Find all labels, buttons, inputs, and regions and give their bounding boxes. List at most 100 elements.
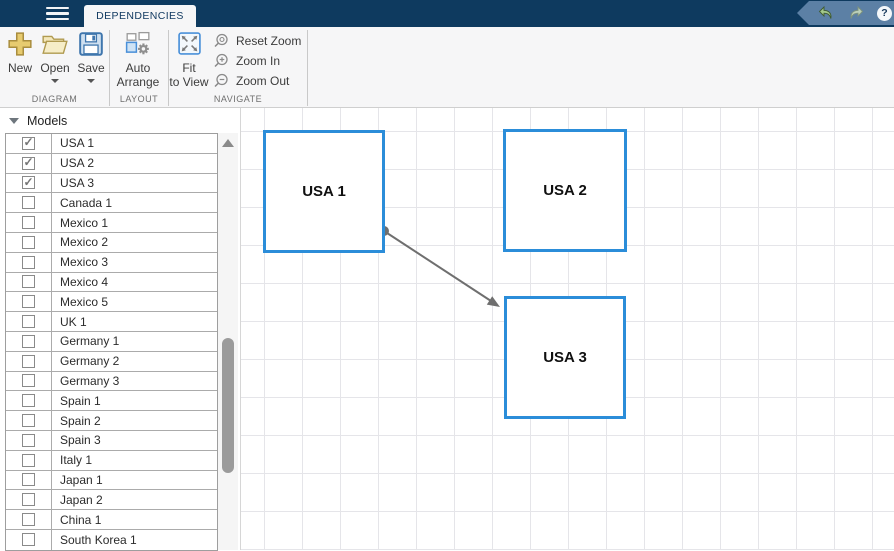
checkbox-cell (6, 193, 52, 213)
model-list-row[interactable]: Germany 3 (6, 371, 217, 392)
model-list-row[interactable]: China 1 (6, 510, 217, 530)
model-name: Germany 2 (60, 354, 120, 369)
zoom-out-button[interactable]: Zoom Out (213, 72, 289, 90)
model-checkbox[interactable] (22, 235, 35, 249)
model-list-row[interactable]: Mexico 2 (6, 232, 217, 253)
checkbox-cell (6, 371, 52, 391)
reset-zoom-icon (214, 33, 228, 48)
model-name: Spain 3 (60, 433, 101, 448)
model-checkbox[interactable] (22, 135, 35, 150)
open-button[interactable]: Open (37, 31, 73, 83)
zoom-in-button[interactable]: Zoom In (213, 52, 280, 70)
model-checkbox[interactable] (22, 315, 35, 329)
redo-icon[interactable] (847, 6, 864, 21)
model-checkbox[interactable] (22, 334, 35, 348)
model-list-row[interactable]: South Korea 1 (6, 529, 217, 550)
save-floppy-icon (73, 31, 109, 59)
checkbox-cell (6, 490, 52, 510)
model-list-row[interactable]: Japan 1 (6, 470, 217, 491)
model-checkbox[interactable] (22, 453, 35, 467)
diagram-node[interactable]: USA 1 (263, 130, 385, 253)
model-list-row[interactable]: USA 2 (6, 153, 217, 174)
model-checkbox[interactable] (22, 493, 35, 507)
model-list-scrollbar[interactable] (218, 133, 238, 550)
model-name: Mexico 1 (60, 215, 109, 230)
model-list-row[interactable]: Mexico 4 (6, 272, 217, 293)
fit-to-view-label-2: to View (169, 75, 209, 89)
ribbon-separator (109, 30, 110, 106)
checkbox-cell (6, 153, 52, 173)
tab-dependencies[interactable]: DEPENDENCIES (84, 5, 196, 27)
auto-arrange-button[interactable]: Auto Arrange (113, 31, 163, 89)
model-list-row[interactable]: Spain 2 (6, 411, 217, 431)
model-checkbox[interactable] (22, 473, 35, 487)
diagram-node-label: USA 3 (543, 349, 587, 366)
reset-zoom-button[interactable]: Reset Zoom (213, 32, 301, 50)
scrollbar-thumb[interactable] (222, 338, 234, 473)
open-dropdown-arrow-icon[interactable] (51, 79, 59, 83)
model-checkbox[interactable] (22, 433, 35, 447)
model-list-row[interactable]: Spain 3 (6, 430, 217, 451)
undo-icon[interactable] (817, 6, 834, 21)
model-checkbox[interactable] (22, 533, 35, 547)
model-name: USA 2 (60, 156, 95, 171)
model-checkbox[interactable] (22, 255, 35, 269)
model-checkbox[interactable] (22, 275, 35, 289)
hamburger-menu-icon[interactable] (41, 3, 73, 24)
checkbox-cell (6, 391, 52, 411)
model-name: China 1 (60, 512, 102, 527)
model-list-row[interactable]: USA 3 (6, 173, 217, 194)
zoom-in-label: Zoom In (236, 54, 281, 68)
model-list-row[interactable]: Germany 2 (6, 351, 217, 372)
section-navigate: NAVIGATE (213, 94, 263, 104)
model-list-row[interactable]: Japan 2 (6, 490, 217, 511)
model-list-row[interactable]: Mexico 1 (6, 213, 217, 233)
model-name: Germany 1 (60, 334, 120, 349)
fit-to-view-button[interactable]: Fit to View (168, 31, 210, 89)
model-list-row[interactable]: UK 1 (6, 312, 217, 332)
model-name: South Korea 1 (60, 532, 137, 547)
checkbox-cell (6, 450, 52, 470)
model-list-row[interactable]: Germany 1 (6, 331, 217, 352)
model-list-row[interactable]: Spain 1 (6, 391, 217, 412)
open-folder-icon (37, 31, 73, 59)
auto-arrange-icon (113, 31, 163, 59)
quick-access-toolbar: ? (797, 1, 894, 25)
diagram-node[interactable]: USA 3 (504, 296, 626, 419)
fit-to-view-label-1: Fit (182, 61, 196, 75)
model-checkbox[interactable] (22, 175, 35, 190)
model-checkbox[interactable] (22, 394, 35, 408)
checkbox-cell (6, 470, 52, 490)
model-list-row[interactable]: Canada 1 (6, 193, 217, 214)
models-panel-header[interactable]: Models (0, 110, 67, 132)
model-list-row[interactable]: Italy 1 (6, 450, 217, 471)
model-checkbox[interactable] (22, 374, 35, 388)
model-checkbox[interactable] (22, 155, 35, 170)
save-label: Save (77, 61, 105, 75)
models-panel-title: Models (27, 114, 68, 128)
model-checkbox[interactable] (22, 216, 35, 230)
model-checkbox[interactable] (22, 354, 35, 368)
diagram-node-label: USA 1 (302, 183, 346, 200)
model-list-row[interactable]: Mexico 3 (6, 252, 217, 273)
save-button[interactable]: Save (73, 31, 109, 83)
checkbox-cell (6, 312, 52, 331)
open-label: Open (40, 61, 70, 75)
model-checkbox[interactable] (22, 513, 35, 527)
new-button[interactable]: New (2, 31, 38, 75)
model-list: USA 1 USA 2 USA 3 Canada 1 Mexico 1 Mexi… (5, 133, 218, 551)
diagram-canvas[interactable]: USA 1 USA 2 USA 3 (240, 108, 894, 550)
checkbox-cell (6, 252, 52, 272)
checkbox-cell (6, 351, 52, 371)
model-list-row[interactable]: USA 1 (6, 134, 217, 154)
fit-to-view-icon (168, 31, 210, 59)
help-icon[interactable]: ? (877, 5, 892, 21)
model-list-row[interactable]: Mexico 5 (6, 292, 217, 313)
scrollbar-up-arrow-icon[interactable] (222, 139, 234, 147)
save-dropdown-arrow-icon[interactable] (87, 79, 95, 83)
model-checkbox[interactable] (22, 196, 35, 210)
model-checkbox[interactable] (22, 295, 35, 309)
diagram-node[interactable]: USA 2 (503, 129, 627, 252)
model-checkbox[interactable] (22, 414, 35, 428)
reset-zoom-label: Reset Zoom (236, 34, 302, 48)
